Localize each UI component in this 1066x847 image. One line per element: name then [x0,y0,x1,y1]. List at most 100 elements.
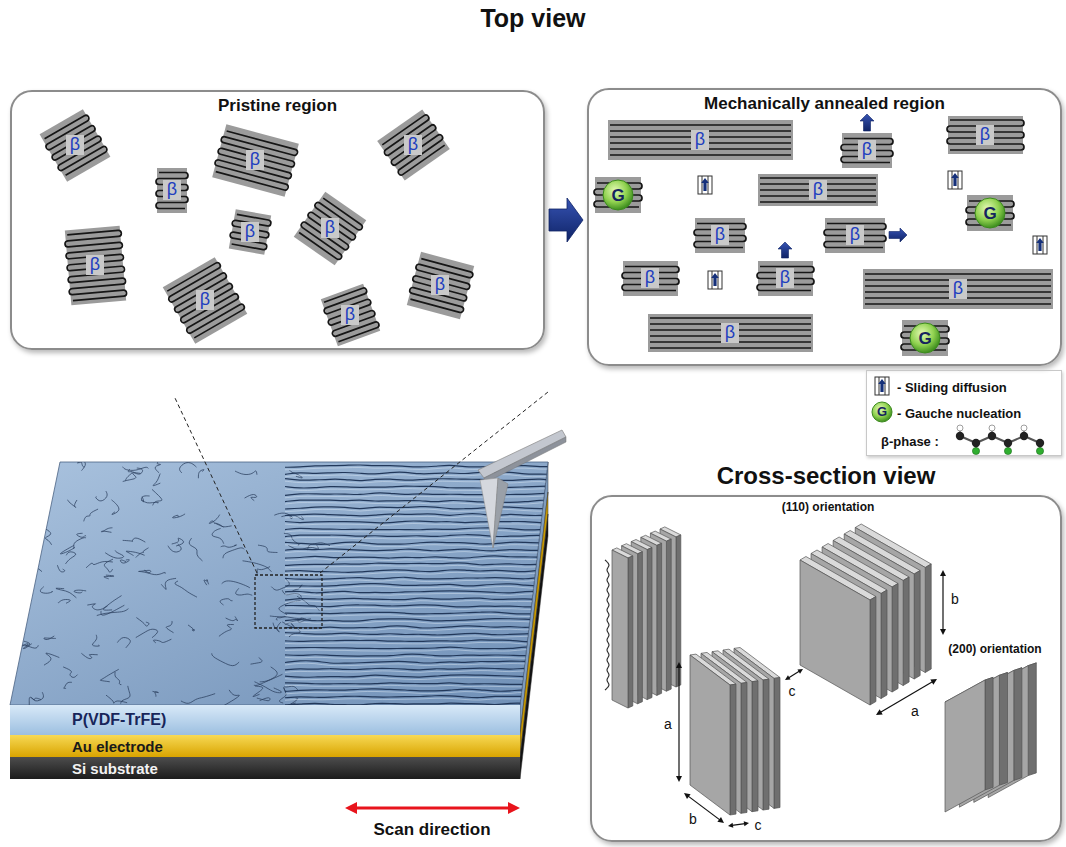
dimension-arrow-head [797,669,803,674]
surface-crack [105,550,123,558]
lamella-body [758,174,878,206]
surface-crack [111,500,118,515]
lamella-body [377,110,450,181]
surface-crack [34,692,43,701]
crystal-lamella: β [232,212,268,252]
phase-label: β [196,290,214,310]
zoom-leader [320,392,548,573]
surface-crack [115,672,121,685]
folded-chain [407,257,473,312]
surface-crack [46,477,50,487]
surface-crack [172,538,184,546]
dimension-arrow-head [676,776,682,782]
lamella-body [902,320,948,356]
lamella-side [925,564,931,673]
dimension-arrow [880,681,933,712]
surface-crack [155,462,160,473]
surface-crack [251,658,262,665]
gauche-label: G [918,330,931,347]
surface-crack [104,559,113,572]
phase-label: β [163,180,181,200]
lamella-side [741,682,747,813]
folded-chain [694,223,746,247]
surface-crack [209,515,219,524]
surface-stripe [285,479,555,481]
axis-label: b [687,812,699,827]
phase-label: β [809,180,827,200]
surface-stripe [285,689,555,692]
folded-chain [841,138,893,162]
crystal-lamella: β [842,133,892,168]
surface-crack [139,571,165,574]
motion-arrow [889,228,907,242]
surface-highlight [285,628,555,630]
folded-chain [865,274,1051,304]
carbon-atom [1036,439,1044,447]
surface-crack [215,523,231,527]
surface-crack [60,545,75,553]
folded-chain [165,261,246,339]
fluorine-atom [1036,447,1043,454]
axis-label: b [949,592,961,607]
figure-title: Top view [0,4,1066,33]
surface-stripe [285,521,555,523]
region-panel: Mechanically annealed regionβββGβGβββββG… [587,88,1062,366]
surface-highlight [285,509,555,511]
surface-crack [136,618,149,627]
lamella-side [999,673,1007,786]
sliding-icon-line [885,377,886,395]
dimension-arrow-head [728,823,733,828]
phase-label: β [846,225,864,245]
surface-crack [117,638,130,648]
motion-arrow [860,114,874,131]
surface-crack [66,552,76,564]
crystal-lamella: β [758,174,878,206]
process-arrow [549,198,583,242]
dimension-arrow-head [744,821,749,826]
gauche-icon [872,402,892,422]
sliding-icon-line [1037,236,1038,254]
surface-crack [123,538,146,542]
phase-label: β [341,305,359,325]
surface-crack [273,622,281,632]
folded-chain [901,326,949,350]
crystal-lamella: β [413,258,468,313]
carbon-atom [1004,439,1012,447]
layer-label: Au electrode [10,738,163,755]
dimension-arrow-head [940,629,946,635]
dimension-arrow-head [876,709,883,715]
lamella-side [892,584,898,693]
surface-highlight [285,586,555,589]
crystal-lamella: β [863,269,1053,309]
sliding-icon-arrow [1036,238,1044,251]
sliding-icon-arrow [951,173,959,186]
surface-crack [161,578,176,589]
dimension-arrow [732,824,745,826]
lamella-side [666,539,671,691]
surface-crack [58,599,70,603]
lamella-body [406,251,473,318]
surface-crack [166,622,173,633]
folded-chain [379,114,446,176]
zoom-box [255,575,322,628]
surface-highlight [285,530,555,532]
crystal-lamella: β [68,228,123,303]
surface-highlight [285,614,555,616]
hydrogen-atom [1021,425,1027,431]
surface-stripe [285,563,555,566]
carbon-atom [1020,432,1028,440]
sliding-icon [698,176,712,194]
phase-label: β [431,275,449,295]
panel-heading: Pristine region [12,92,543,116]
surface-crack [104,575,114,579]
axis-label: a [909,704,921,719]
lamella-side [1028,663,1036,776]
lamella-side [914,571,920,680]
sliding-icon-line [879,377,880,395]
phase-label: β [321,218,339,238]
surface-highlight [285,593,555,595]
surface-crack [212,653,239,665]
sliding-icon-line [958,171,959,189]
crystal-lamella: β [305,201,355,256]
